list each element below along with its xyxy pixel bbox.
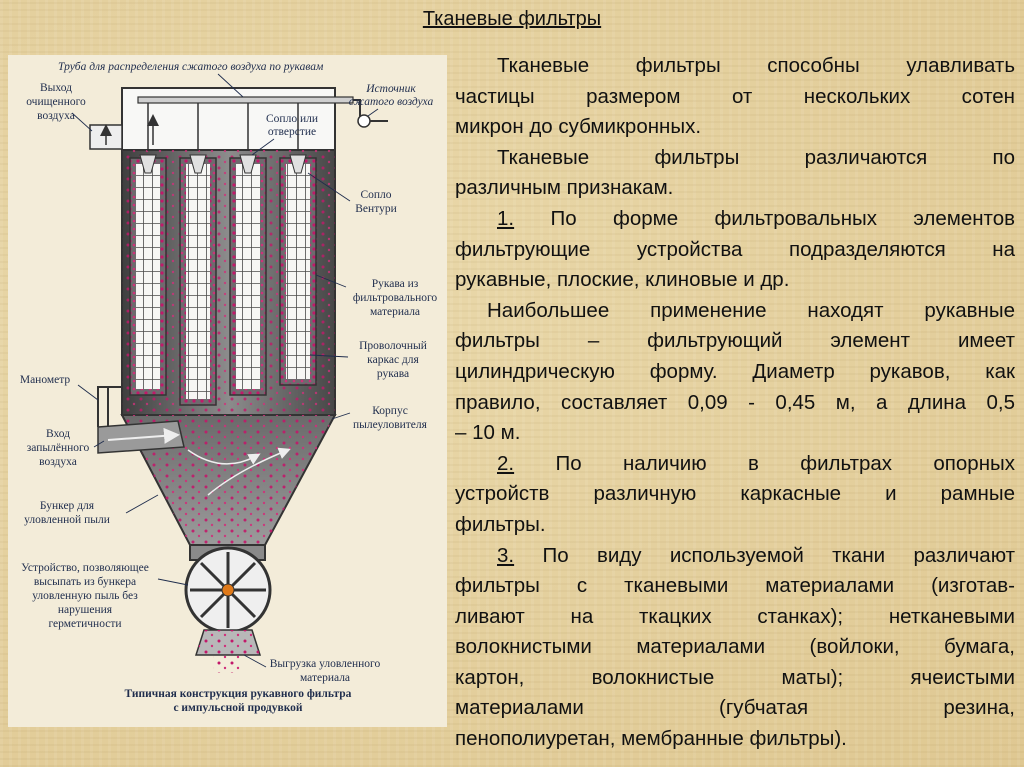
bag-filter-diagram: Труба для распределения сжатого воздуха … [8, 55, 447, 727]
label-inlet: Вход [46, 428, 70, 440]
manometer-tube [98, 387, 108, 427]
label-bags: фильтровального [353, 292, 438, 304]
text-line: Наибольшее применение находят рукавные [455, 296, 1015, 327]
text-line: правило, составляет 0,09 - 0,45 м, а дли… [455, 388, 1015, 419]
label-inlet: воздуха [39, 456, 77, 468]
slide-title: Тканевые фильтры [0, 8, 1024, 31]
label-outlet: воздуха [37, 110, 75, 122]
text-line-content: По наличию в фильтрах опорных [555, 452, 1015, 475]
wire-cage [286, 164, 310, 379]
label-distribution-pipe: Труба для распределения сжатого воздуха … [58, 61, 324, 73]
label-cage: рукава [377, 368, 409, 380]
text-line: 2. По наличию в фильтрах опорных [455, 449, 1015, 480]
text-line: микрон до субмикронных. [455, 112, 1015, 143]
label-housing: Корпус [372, 405, 408, 417]
label-discharge-device: Устройство, позволяющее [21, 562, 149, 574]
text-line: цилиндрическую форму. Диаметр рукавов, к… [455, 357, 1015, 388]
leader-line [244, 655, 266, 667]
text-line: картон, волокнистые маты); ячеистыми [455, 663, 1015, 694]
text-line: фильтры с тканевыми материалами (изготав… [455, 571, 1015, 602]
text-line: фильтрующие устройства подразделяются на [455, 235, 1015, 266]
leader-line [158, 579, 188, 585]
label-venturi: Сопло [360, 189, 391, 201]
text-line: материалами (губчатая резина, [455, 693, 1015, 724]
text-line: волокнистыми материалами (войлоки, бумаг… [455, 632, 1015, 663]
text-line: 1. По форме фильтровальных элементов [455, 204, 1015, 235]
leader-line [72, 113, 92, 131]
list-number: 2. [497, 452, 514, 475]
valve-hub [222, 584, 234, 596]
label-outlet: Выход [40, 82, 72, 94]
text-line: – 10 м. [455, 418, 1015, 449]
text-line: фильтры – фильтрующий элемент имеет [455, 326, 1015, 357]
diagram-caption: с импульсной продувкой [173, 702, 302, 714]
wire-cage [186, 164, 210, 399]
leader-line [126, 495, 158, 513]
diagram-svg: Труба для распределения сжатого воздуха … [8, 55, 447, 727]
label-unloading: материала [300, 672, 350, 684]
falling-dust [213, 655, 243, 673]
slide-body-text: Тканевые фильтры способны улавливать час… [455, 51, 1015, 755]
label-manometer: Манометр [20, 374, 71, 386]
label-nozzle: Сопло или [266, 113, 318, 125]
text-line: различным признакам. [455, 173, 1015, 204]
valve-icon [358, 115, 370, 127]
label-bags: материала [370, 306, 420, 318]
text-line: ливают на ткацких станках); нетканевыми [455, 602, 1015, 633]
label-nozzle: отверстие [268, 126, 316, 138]
leader-line [368, 109, 378, 116]
wire-cage [136, 164, 160, 389]
label-cage: Проволочный [359, 340, 427, 352]
label-discharge-device: герметичности [48, 618, 121, 630]
wire-cage [236, 164, 260, 389]
label-unloading: Выгрузка уловленного [270, 658, 381, 670]
leader-line [78, 385, 98, 400]
diagram-caption: Типичная конструкция рукавного фильтра [125, 688, 352, 700]
label-hopper: Бункер для [40, 500, 95, 512]
text-line: фильтры. [455, 510, 1015, 541]
list-number: 3. [497, 544, 514, 567]
label-discharge-device: уловленную пыль без [32, 590, 138, 602]
label-cage: каркас для [367, 354, 419, 366]
label-air-source: Источник [365, 83, 416, 95]
compressed-air-pipe [138, 97, 353, 103]
text-line: устройств различную каркасные и рамные [455, 479, 1015, 510]
text-line: Тканевые фильтры различаются по [455, 143, 1015, 174]
label-discharge-device: высыпать из бункера [34, 576, 136, 588]
label-outlet: очищенного [26, 96, 86, 108]
text-line: Тканевые фильтры способны улавливать [455, 51, 1015, 82]
text-line: 3. По виду используемой ткани различают [455, 541, 1015, 572]
text-line: пенополиуретан, мембранные фильтры). [455, 724, 1015, 755]
label-discharge-device: нарушения [58, 604, 113, 616]
label-housing: пылеуловителя [353, 419, 428, 431]
discharge-dust [196, 630, 260, 655]
label-inlet: запылённого [27, 442, 90, 454]
label-air-source: сжатого воздуха [349, 96, 434, 108]
text-line-content: По виду используемой ткани различают [542, 544, 1015, 567]
text-line: рукавные, плоские, клиновые и др. [455, 265, 1015, 296]
label-bags: Рукава из [372, 278, 419, 290]
text-line-content: По форме фильтровальных элементов [550, 207, 1015, 230]
text-line: частицы размером от нескольких сотен [455, 82, 1015, 113]
label-venturi: Вентури [355, 203, 396, 215]
list-number: 1. [497, 207, 514, 230]
label-hopper: уловленной пыли [24, 514, 110, 526]
